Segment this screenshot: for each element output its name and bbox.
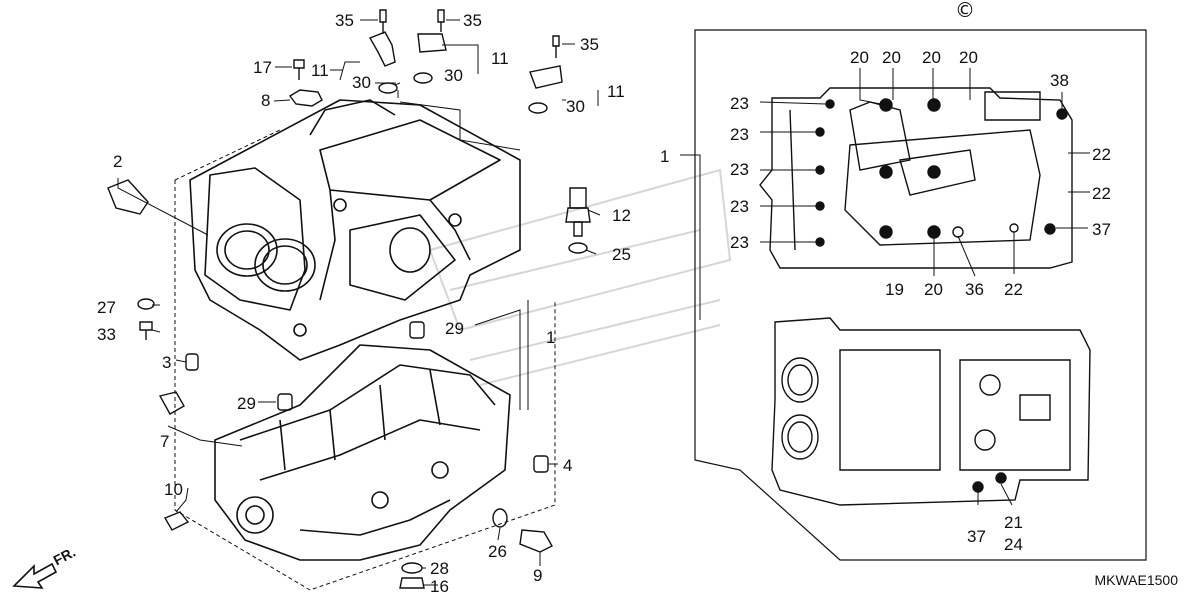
callout-23-b: 23 <box>730 125 749 144</box>
detail-panel <box>694 29 1147 561</box>
callout-17: 17 <box>253 58 272 77</box>
guide-frame <box>174 129 556 591</box>
copyright-symbol: © <box>955 0 975 22</box>
leader-lines-right <box>680 68 1090 506</box>
leader-lines-left <box>117 19 601 586</box>
callout-1-b: 1 <box>660 147 670 166</box>
callout-20-a: 20 <box>850 48 869 67</box>
callout-36: 36 <box>965 280 984 299</box>
callout-38: 38 <box>1050 71 1069 90</box>
diagram-code: MKWAE1500 <box>1094 572 1178 588</box>
callout-30-a: 30 <box>352 73 371 92</box>
honda-watermark <box>428 168 732 386</box>
callout-24: 24 <box>1004 535 1023 554</box>
callout-27: 27 <box>97 298 116 317</box>
callout-20-c: 20 <box>922 48 941 67</box>
callout-35-b: 35 <box>463 11 482 30</box>
callout-11-c: 11 <box>607 82 625 101</box>
callout-4: 4 <box>563 456 573 475</box>
callout-35-c: 35 <box>580 35 599 54</box>
lower-crankcase <box>214 344 511 561</box>
callout-30-c: 30 <box>566 97 585 116</box>
callout-26: 26 <box>488 542 507 561</box>
callout-19: 19 <box>885 280 904 299</box>
callout-23-e: 23 <box>730 233 749 252</box>
callout-22-b: 22 <box>1092 184 1111 203</box>
callout-28: 28 <box>430 559 449 578</box>
callout-21: 21 <box>1004 513 1023 532</box>
callout-2: 2 <box>113 152 123 171</box>
callout-20-b: 20 <box>882 48 901 67</box>
callout-20-e: 20 <box>924 280 943 299</box>
upper-crankcase <box>189 99 521 361</box>
callout-30-b: 30 <box>444 66 463 85</box>
callout-10: 10 <box>164 480 183 499</box>
callout-8: 8 <box>261 91 271 110</box>
callout-35-a: 35 <box>335 11 354 30</box>
small-parts <box>107 9 591 589</box>
callout-16: 16 <box>430 577 449 596</box>
callout-29-a: 29 <box>445 319 464 338</box>
callout-23-d: 23 <box>730 197 749 216</box>
callout-9: 9 <box>533 566 543 585</box>
callout-7: 7 <box>160 432 170 451</box>
front-direction-arrow <box>12 562 58 589</box>
callout-37-a: 37 <box>1092 220 1111 239</box>
callout-25: 25 <box>612 245 631 264</box>
callout-11-b: 11 <box>491 49 509 68</box>
callout-1-a: 1 <box>546 328 556 347</box>
callout-20-d: 20 <box>959 48 978 67</box>
callout-33: 33 <box>97 325 116 344</box>
callout-37-b: 37 <box>967 527 986 546</box>
callout-29-b: 29 <box>237 394 256 413</box>
callout-23-c: 23 <box>730 160 749 179</box>
callout-11-a: 11 <box>311 61 329 80</box>
callout-22-a: 22 <box>1092 145 1111 164</box>
callout-12: 12 <box>612 206 631 225</box>
callout-23-a: 23 <box>730 94 749 113</box>
callout-22-c: 22 <box>1004 280 1023 299</box>
callout-3: 3 <box>162 353 172 372</box>
